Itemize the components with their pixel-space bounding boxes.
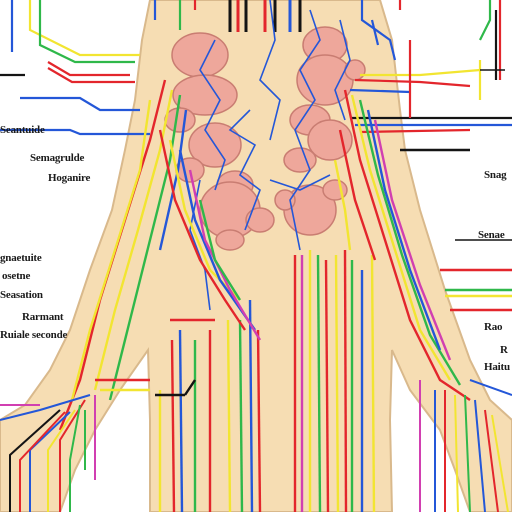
blue-veins <box>189 0 351 311</box>
top-left-lines <box>0 0 197 136</box>
label-leaders <box>455 69 512 241</box>
label-left-4: gnaetuite <box>0 252 42 264</box>
center-vertical-lines <box>158 249 376 512</box>
label-left-1: Seantuide <box>0 124 45 136</box>
left-arm-lines <box>58 79 262 431</box>
label-right-2: Senae <box>478 229 505 241</box>
label-right-1: Snag <box>484 169 507 181</box>
label-left-8: Ruiale seconde <box>0 329 68 341</box>
top-color-bars <box>228 0 302 32</box>
left-hand-lines <box>0 394 96 512</box>
organ-cluster <box>164 26 366 251</box>
label-left-7: Rarmant <box>22 311 64 323</box>
label-left-6: Seasation <box>0 289 43 301</box>
label-left-5: osetne <box>2 270 31 282</box>
top-right-lines <box>349 0 512 134</box>
right-arm-lines <box>333 89 512 401</box>
label-left-3: Hoganire <box>48 172 91 184</box>
label-right-4: R <box>500 344 508 356</box>
right-hand-lines <box>419 379 512 512</box>
label-right-3: Rao <box>484 321 503 333</box>
label-right-5: Haitu <box>484 361 510 373</box>
label-left-2: Semagrulde <box>30 152 85 164</box>
